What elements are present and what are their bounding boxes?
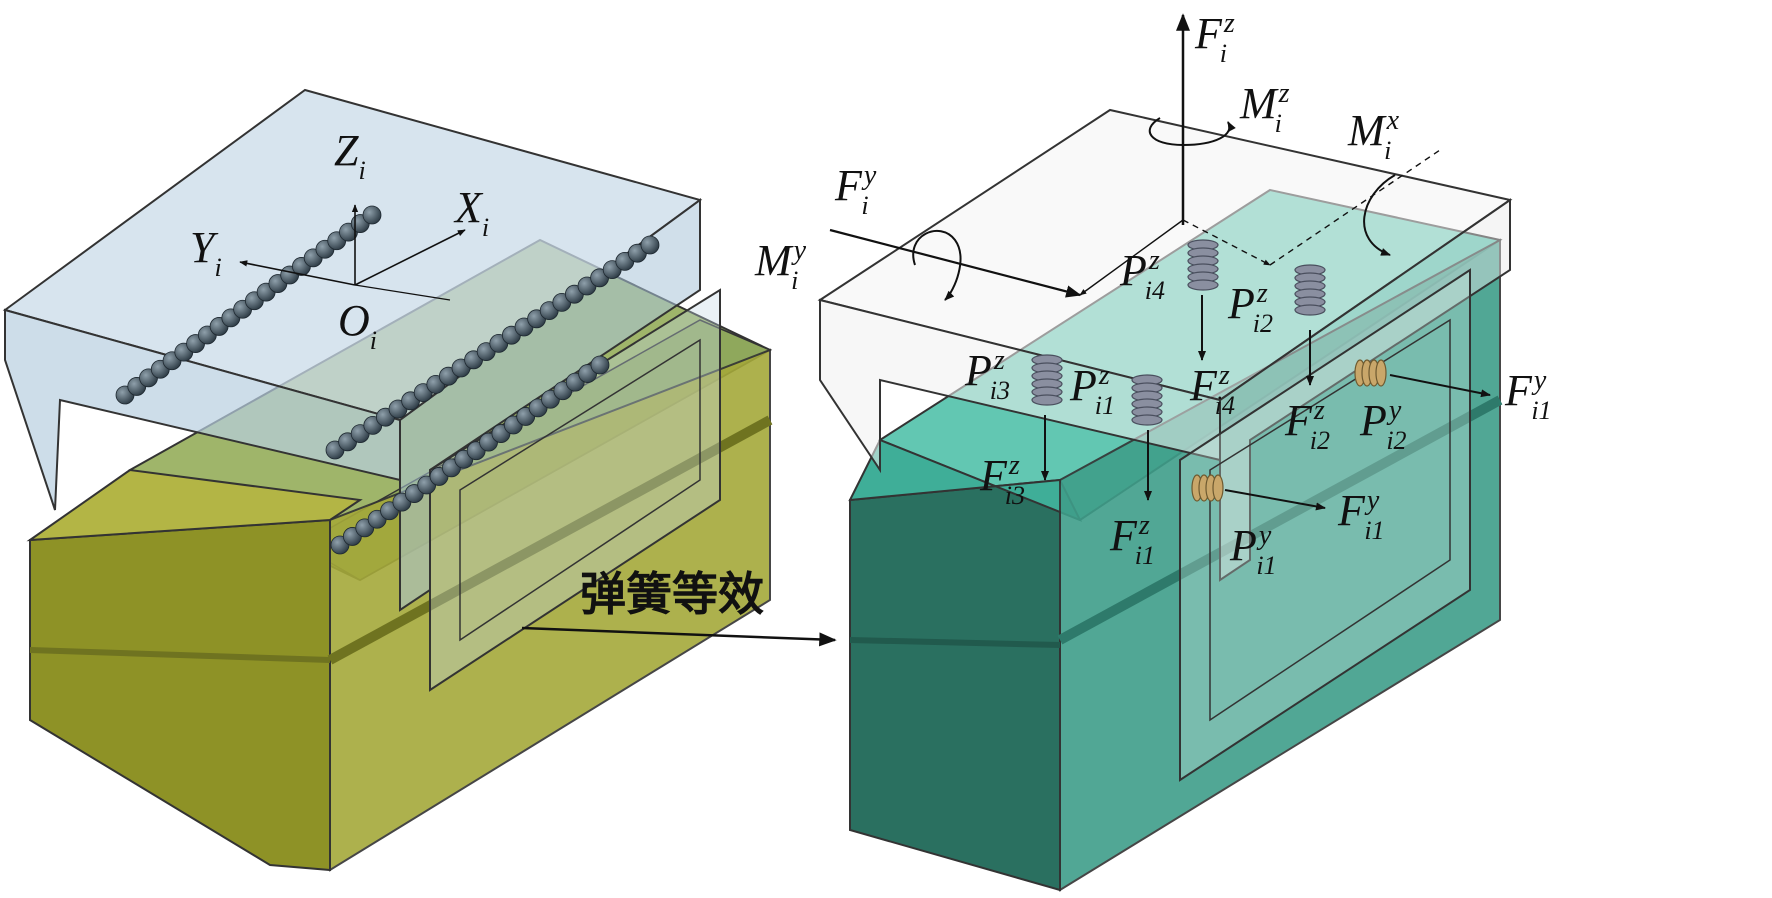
y-axis-arrow — [239, 260, 356, 286]
moment-mx-curl — [1363, 174, 1396, 256]
force-fy1b-arrow — [1224, 489, 1326, 511]
label-y-axis: Yi — [190, 223, 222, 282]
spring-coil — [1187, 279, 1219, 291]
left-carriage-window — [429, 288, 721, 692]
left-rail-front — [29, 518, 331, 872]
local-x-axis — [1182, 219, 1271, 266]
right-carriage-window — [1179, 268, 1471, 782]
force-fy-arrow — [829, 228, 1082, 298]
spring-pz4 — [1187, 239, 1219, 291]
ball — [640, 235, 660, 255]
equivalence-arrow — [521, 626, 837, 647]
right-rail-side-groove — [1057, 395, 1503, 645]
left-carriage-inner — [459, 338, 701, 642]
moment-my-curl — [912, 229, 962, 301]
spring-py2 — [1354, 359, 1387, 387]
left-ball-row-middle — [325, 235, 660, 460]
right-rail-front-groove — [849, 637, 1061, 648]
left-rail-front-groove — [29, 647, 331, 663]
right-rail-front — [849, 478, 1061, 892]
label-z-axis: Zi — [334, 126, 366, 185]
spring-coil — [1294, 304, 1326, 316]
spring-pz3 — [1031, 354, 1063, 406]
left-ball-row-lower — [330, 355, 610, 555]
spring-py1 — [1191, 474, 1224, 502]
left-rail-side-groove — [327, 415, 773, 665]
label-origin: Oi — [338, 296, 377, 355]
spring-pz1 — [1131, 374, 1163, 426]
moment-mz-curl — [1148, 117, 1236, 147]
mx-axis-dashed — [1269, 149, 1441, 266]
force-fy1a-arrow — [1389, 374, 1491, 398]
left-rail-front-upper — [26, 468, 363, 542]
spring-pz2 — [1294, 264, 1326, 316]
x-axis-arrow — [354, 229, 466, 286]
spring-coil — [1375, 359, 1387, 387]
local-y-axis — [1079, 219, 1184, 296]
equivalence-arrow-group: 弹簧等效 — [521, 567, 837, 647]
left-ball-row-top — [115, 205, 382, 405]
spring-coil — [1212, 474, 1224, 502]
right-carriage-side — [1219, 198, 1511, 582]
origin-guide-line — [354, 284, 451, 301]
ball — [590, 355, 610, 375]
right-rail-side — [1059, 238, 1501, 892]
spring-coil — [1031, 394, 1063, 406]
caption-spring-equivalent: 弹簧等效 — [580, 567, 764, 621]
left-assembly: Zi Xi Yi Oi — [2, 88, 773, 872]
label-x-axis: Xi — [453, 183, 489, 242]
ball — [362, 205, 382, 225]
spring-coil — [1131, 414, 1163, 426]
